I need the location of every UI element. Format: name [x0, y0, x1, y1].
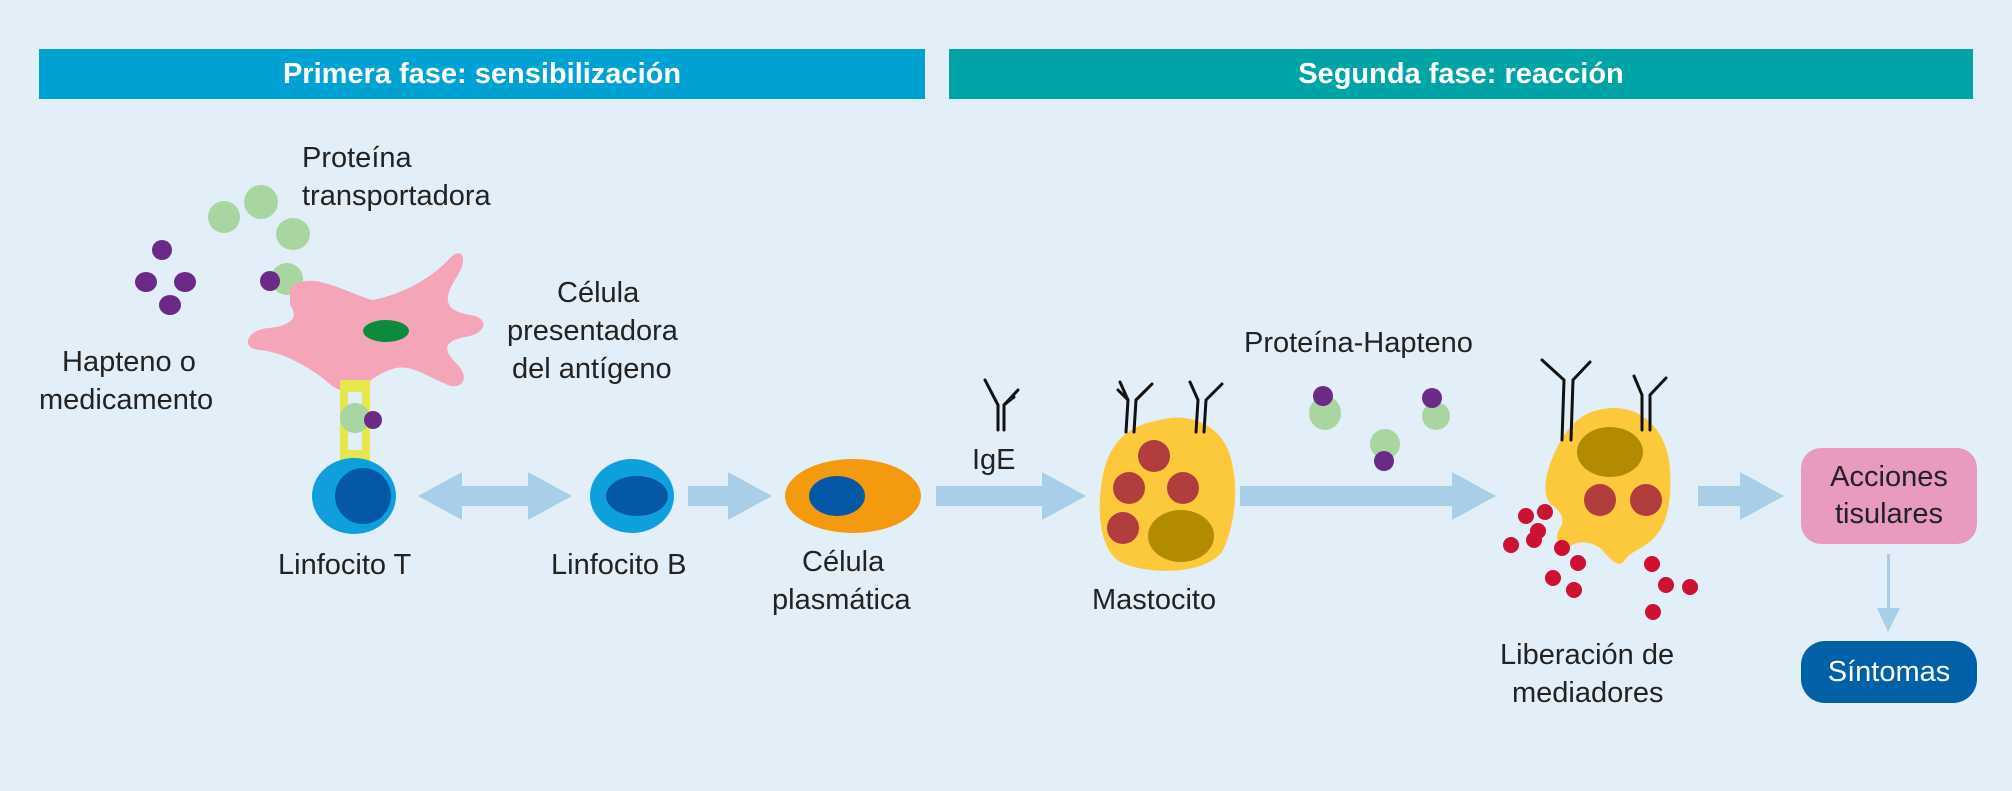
ige-antibody-icon	[985, 380, 1018, 430]
label-ige: IgE	[972, 441, 1016, 479]
plasma-cell-nucleus	[809, 476, 865, 516]
acciones-tisulares-box: Acciones tisulares	[1801, 448, 1977, 544]
label-celula-presentadora-line1: Célula	[557, 274, 639, 312]
label-hapteno-line1: Hapteno o	[62, 343, 196, 381]
protein-hapten-complexes	[1309, 386, 1450, 471]
label-linfocito-t: Linfocito T	[278, 546, 411, 584]
arrow-plasma-to-mast	[936, 472, 1086, 520]
label-liberacion-line2: mediadores	[1512, 674, 1664, 712]
label-liberacion-line1: Liberación de	[1500, 636, 1674, 674]
arrow-b-to-plasma	[688, 472, 772, 520]
carrier-proteins	[208, 185, 310, 295]
arrow-release-to-acciones	[1698, 472, 1784, 520]
sintomas-box: Síntomas	[1801, 641, 1977, 703]
label-linfocito-b: Linfocito B	[551, 546, 686, 584]
label-celula-plasmatica-line1: Célula	[802, 543, 884, 581]
label-hapteno-line2: medicamento	[39, 381, 213, 419]
t-lymphocyte-nucleus	[335, 468, 391, 524]
mast-cell-nucleus	[1148, 510, 1214, 562]
label-proteina-hapteno: Proteína-Hapteno	[1244, 324, 1473, 362]
label-celula-presentadora-line2: presentadora	[507, 312, 678, 350]
arrow-acciones-to-sintomas-shaft	[1887, 554, 1890, 610]
label-mastocito: Mastocito	[1092, 581, 1216, 619]
arrow-t-to-b	[418, 472, 572, 520]
hapten-molecules	[135, 240, 280, 315]
arrow-mast-to-release	[1240, 472, 1496, 520]
degranulating-nucleus	[1577, 427, 1643, 477]
label-proteina-line2: transportadora	[302, 177, 491, 215]
label-celula-presentadora-line3: del antígeno	[512, 350, 672, 388]
apc-nucleus	[363, 320, 409, 342]
sintomas-label: Síntomas	[1828, 654, 1951, 691]
acciones-line1: Acciones	[1830, 459, 1948, 496]
arrow-acciones-to-sintomas-head	[1877, 608, 1900, 632]
b-lymphocyte-nucleus	[606, 476, 668, 516]
label-proteina-line1: Proteína	[302, 139, 412, 177]
label-celula-plasmatica-line2: plasmática	[772, 581, 911, 619]
presented-hapten	[364, 411, 382, 429]
acciones-line2: tisulares	[1830, 496, 1948, 533]
